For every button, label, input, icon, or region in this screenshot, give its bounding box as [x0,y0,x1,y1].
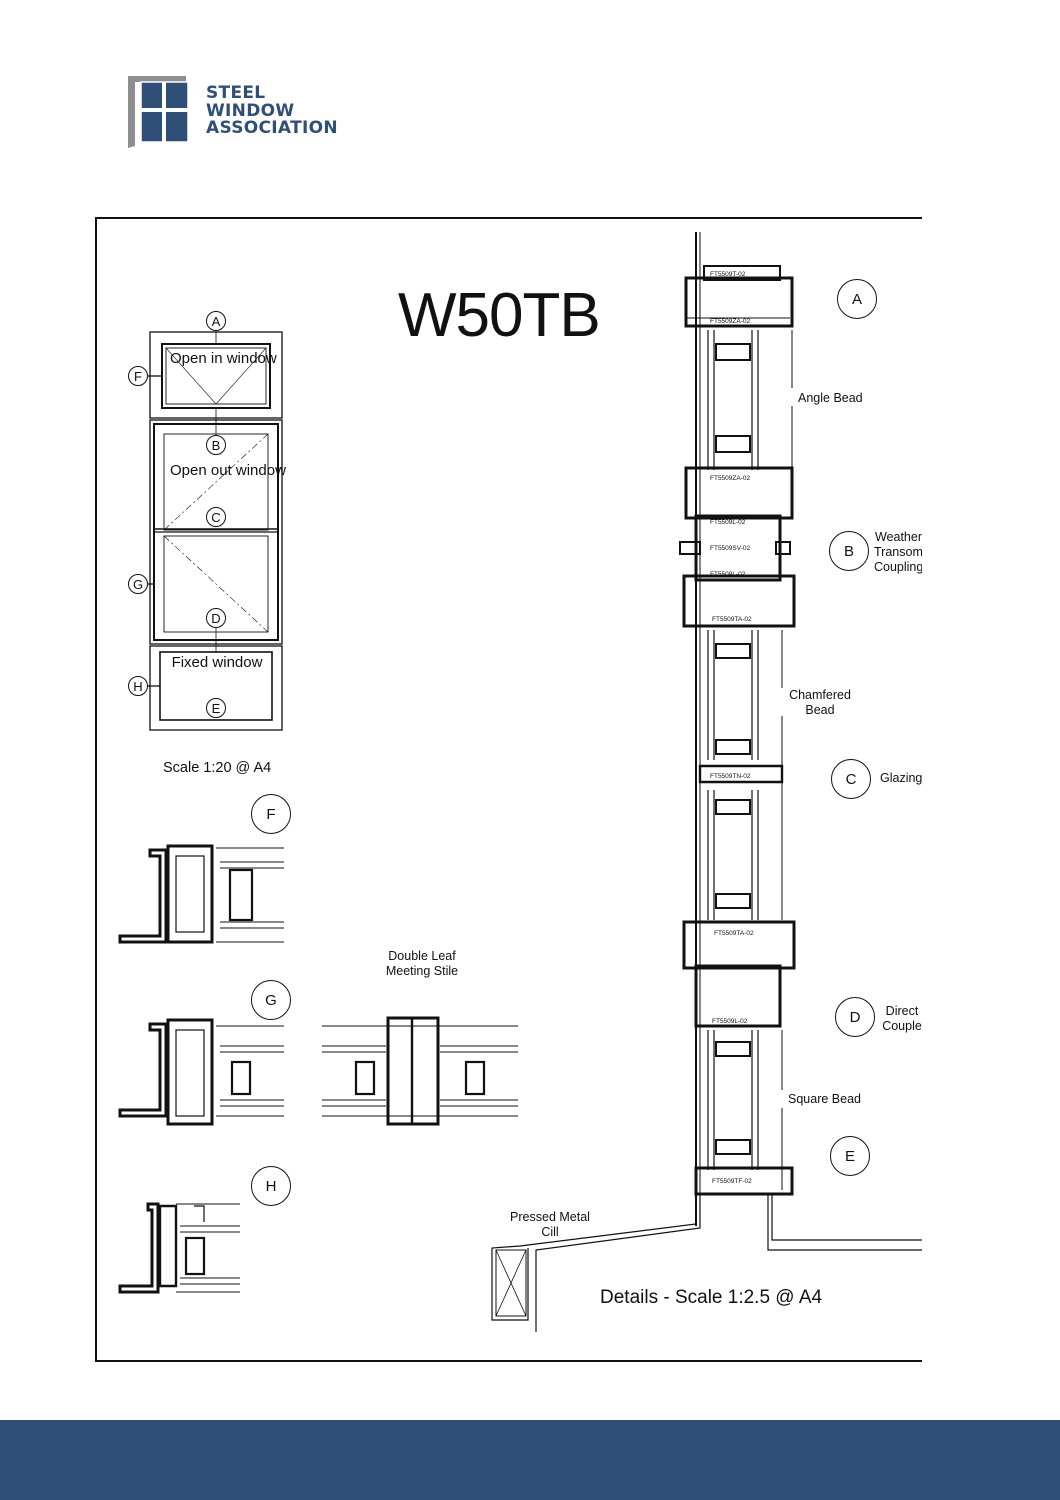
window-logo-icon [128,76,189,148]
section-tag-3: FT5509ZA-02 [710,475,750,482]
section-tag-1: FT5509T-02 [710,271,746,278]
section-marker-c: C [831,759,871,799]
steel-window-association-logo [126,72,366,152]
pressed-metal-cill-label: Pressed Metal Cill [510,1210,590,1239]
section-tag-5: FT5509SV-02 [710,545,750,552]
section-tag-10: FT5509L-02 [712,1018,748,1025]
elevation-marker-c: C [206,507,226,527]
section-tag-7: FT5509TA-02 [712,616,752,623]
brand-line-3: ASSOCIATION [206,118,338,138]
elevation-marker-g: G [128,574,148,594]
chamfered-bead-label: Chamfered Bead [789,688,851,717]
fixed-window-label: Fixed window [171,654,263,671]
detail-marker-h: H [251,1166,291,1206]
brand-name: STEEL WINDOW ASSOCIATION [206,83,338,138]
section-tag-9: FT5509TA-02 [714,930,754,937]
detail-marker-f: F [251,794,291,834]
details-scale-label: Details - Scale 1:2.5 @ A4 [600,1287,823,1308]
elevation-marker-f: F [128,366,148,386]
drawing-title: W50TB [398,281,601,350]
direct-couple-label: Direct Couple [882,1004,922,1033]
elevation-marker-e: E [206,698,226,718]
drawing-frame [95,217,922,1362]
section-tag-6: FT5509L-02 [710,571,746,578]
section-marker-a: A [837,279,877,319]
footer-bar [0,1420,1060,1500]
section-tag-11: FT5509TF-02 [712,1178,752,1185]
elevation-marker-a: A [206,311,226,331]
brand-line-2: WINDOW [206,100,295,121]
elevation-marker-h: H [128,676,148,696]
angle-bead-label: Angle Bead [798,391,863,405]
detail-marker-g: G [251,980,291,1020]
section-tag-2: FT5509ZA-02 [710,318,750,325]
elevation-marker-d: D [206,608,226,628]
section-tag-4: FT5509L-02 [710,519,746,526]
section-marker-d: D [835,997,875,1037]
weather-transom-label: Weather Transom Coupling [874,530,922,574]
elevation-marker-b: B [206,435,226,455]
section-tag-8: FT5509TN-02 [710,773,751,780]
open-out-window-label: Open out window [170,462,286,479]
elevation-scale-label: Scale 1:20 @ A4 [163,760,272,776]
glazing-label: Glazing [880,771,923,785]
double-leaf-label: Double Leaf Meeting Stile [385,949,459,978]
square-bead-label: Square Bead [788,1092,861,1106]
section-marker-e: E [830,1136,870,1176]
section-marker-b: B [829,531,869,571]
brand-line-1: STEEL [206,83,266,103]
open-in-window-label: Open in window [170,350,277,367]
